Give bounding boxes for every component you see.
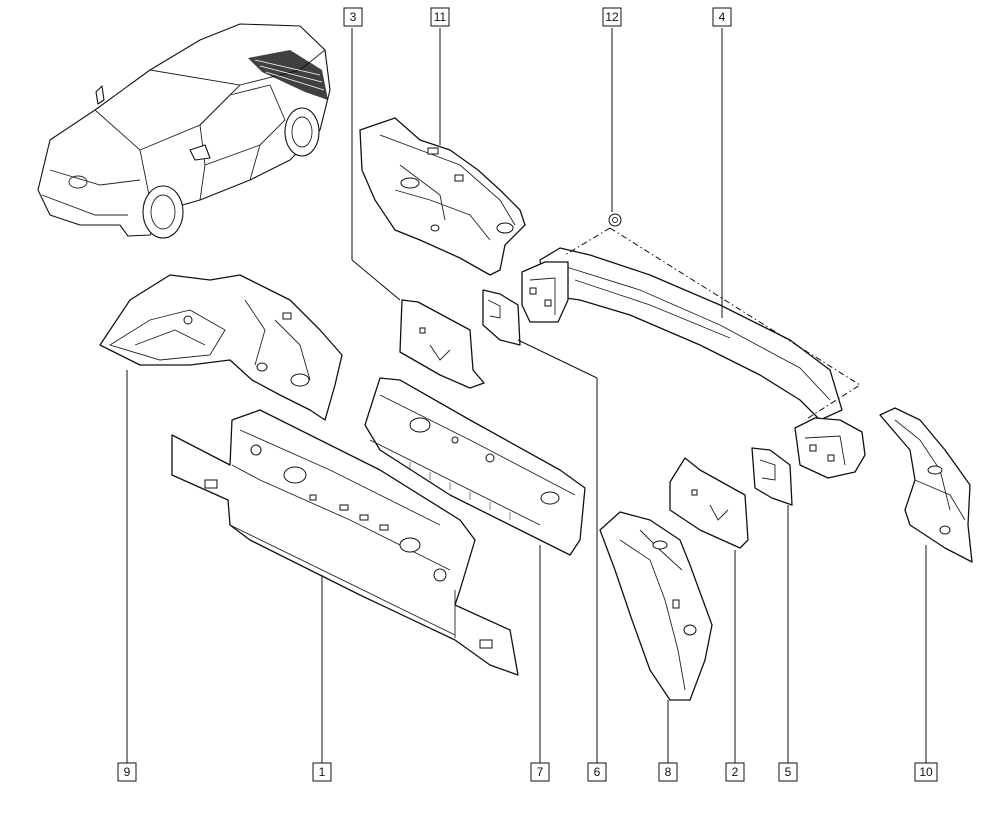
dash-line-upper	[564, 227, 861, 421]
svg-text:11: 11	[434, 10, 447, 24]
leader-lines	[126, 28, 927, 765]
part-7	[364, 377, 586, 556]
part-1	[171, 409, 519, 676]
part-5	[751, 447, 793, 506]
callout-11[interactable]: 11	[430, 7, 450, 27]
svg-text:12: 12	[605, 10, 619, 24]
svg-text:5: 5	[785, 765, 792, 779]
svg-text:2: 2	[732, 765, 739, 779]
part-4	[521, 213, 866, 479]
svg-text:4: 4	[719, 10, 726, 24]
svg-text:6: 6	[594, 765, 601, 779]
callout-10[interactable]: 10	[914, 762, 938, 782]
svg-text:9: 9	[124, 765, 131, 779]
part-10	[879, 407, 973, 563]
callout-3[interactable]: 3	[343, 7, 363, 27]
svg-text:3: 3	[350, 10, 357, 24]
part-3	[399, 299, 485, 389]
callout-1[interactable]: 1	[312, 762, 332, 782]
callout-2[interactable]: 2	[725, 762, 745, 782]
part-12-nut	[608, 213, 622, 227]
part-6	[482, 289, 521, 346]
callout-12[interactable]: 12	[602, 7, 622, 27]
part-9	[99, 274, 343, 421]
callout-6[interactable]: 6	[587, 762, 607, 782]
highlighted-rear-area	[248, 50, 328, 100]
vehicle-locator	[37, 23, 331, 239]
callout-9[interactable]: 9	[117, 762, 137, 782]
svg-text:1: 1	[319, 765, 326, 779]
part-11	[359, 117, 526, 276]
callout-4[interactable]: 4	[712, 7, 732, 27]
callout-5[interactable]: 5	[778, 762, 798, 782]
callout-8[interactable]: 8	[658, 762, 678, 782]
callout-7[interactable]: 7	[530, 762, 550, 782]
part-8	[599, 511, 713, 701]
svg-text:7: 7	[537, 765, 544, 779]
part-2	[669, 457, 749, 549]
svg-text:8: 8	[665, 765, 672, 779]
svg-text:10: 10	[919, 765, 933, 779]
